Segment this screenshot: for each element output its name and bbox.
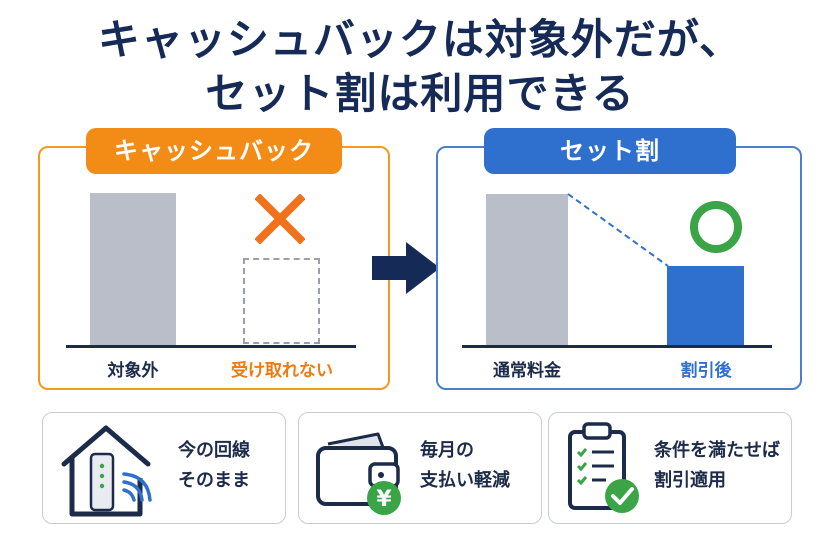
headline-line-1: キャッシュバックは対象外だが、 — [97, 15, 743, 64]
svg-text:¥: ¥ — [376, 487, 392, 512]
card-2-line-1: 毎月の — [420, 440, 474, 461]
wallet-yen-icon: ¥ — [316, 432, 401, 515]
discount-dashed-line — [567, 193, 669, 267]
cashback-bar-not-eligible — [90, 193, 176, 345]
headline-line-2: セット割は利用できる — [205, 69, 635, 118]
card-3-line-1: 条件を満たせば — [654, 440, 780, 461]
card-3-line-2: 割引適用 — [654, 470, 726, 491]
house-router-icon — [61, 425, 152, 517]
cashback-label-not-received: 受け取れない — [231, 361, 333, 381]
card-1-line-1: 今の回線 — [178, 440, 250, 461]
card-1-line-2: そのまま — [178, 470, 250, 491]
label-regular-price: 通常料金 — [493, 361, 561, 381]
cashback-baseline — [66, 345, 356, 348]
cashback-label-not-eligible: 対象外 — [107, 361, 159, 381]
clipboard-check-icon — [568, 422, 639, 513]
label-after-discount: 割引後 — [680, 361, 732, 381]
card-2-line-2: 支払い軽減 — [420, 470, 510, 491]
cashback-tag: キャッシュバック — [86, 128, 342, 174]
right-arrow-icon — [372, 242, 440, 294]
discounted-price-bar — [667, 266, 744, 345]
cashback-empty-bar — [243, 258, 320, 344]
benefit-card-current-line — [42, 412, 286, 524]
regular-price-bar — [486, 194, 568, 345]
cross-mark-icon — [255, 194, 305, 244]
circle-mark-icon — [690, 201, 742, 253]
set-discount-tag: セット割 — [484, 128, 736, 174]
set-discount-baseline — [462, 345, 772, 348]
